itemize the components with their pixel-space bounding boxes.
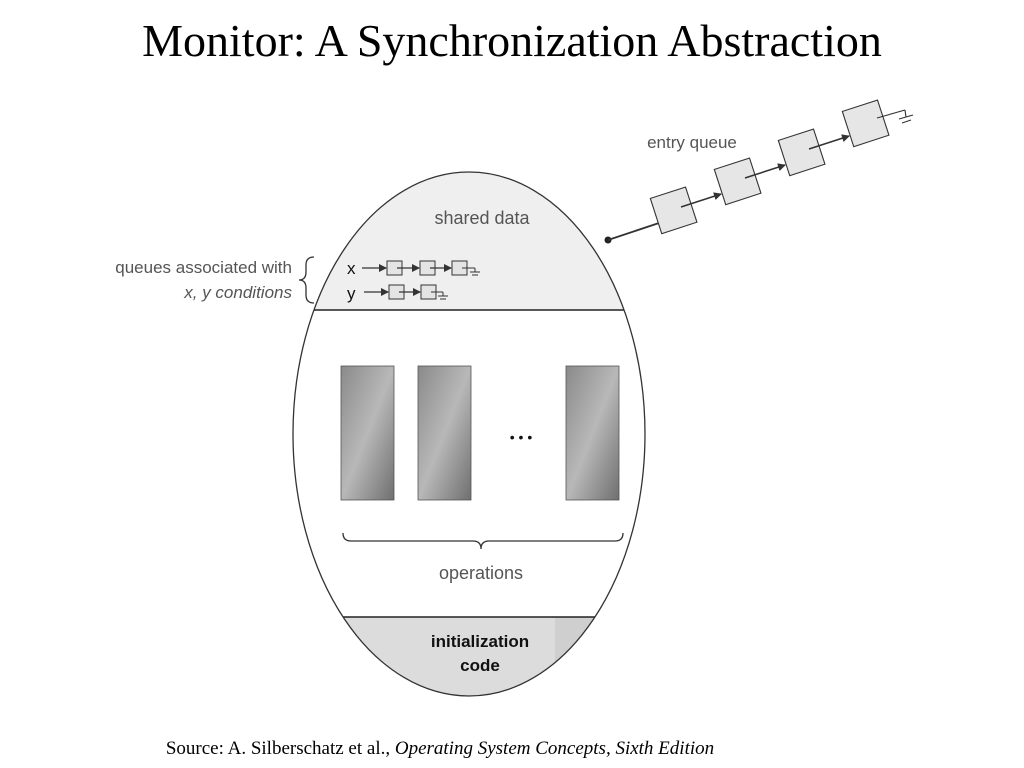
condition-queue-x: x [347, 259, 480, 278]
ground-icon [462, 267, 480, 276]
condition-queue-y: y [347, 284, 448, 303]
queues-brace [298, 256, 315, 304]
entry-queue-node [841, 99, 890, 148]
condition-y-label: y [347, 284, 356, 303]
source-citation: Source: A. Silberschatz et al., Operatin… [0, 738, 880, 760]
ground-icon [876, 109, 914, 124]
shared-data-region [293, 172, 645, 310]
entry-queue-node [713, 157, 762, 206]
source-prefix: Source: A. Silberschatz et al., [165, 738, 395, 759]
condition-x-label: x [347, 259, 356, 278]
init-code-line1: initialization [431, 632, 529, 651]
operations-ellipsis: • • • [510, 429, 533, 445]
queues-label-line1: queues associated with [115, 258, 292, 277]
entry-queue-node [777, 128, 826, 177]
source-book-title: Operating System Concepts, Sixth Edition [394, 738, 715, 759]
operation-block [417, 365, 472, 501]
operation-block [565, 365, 620, 501]
ground-icon [431, 291, 448, 300]
shared-data-label: shared data [434, 208, 530, 228]
operations-label: operations [439, 563, 523, 583]
init-code-line2: code [460, 656, 500, 675]
queues-label-line2: x, y conditions [183, 283, 292, 302]
entry-queue-label: entry queue [647, 133, 737, 152]
entry-queue-node [649, 186, 698, 235]
operation-block [340, 365, 395, 501]
slide-title: Monitor: A Synchronization Abstraction [142, 15, 882, 66]
operations-brace [342, 532, 624, 550]
monitor-outline [292, 171, 646, 697]
entry-queue [604, 99, 914, 244]
